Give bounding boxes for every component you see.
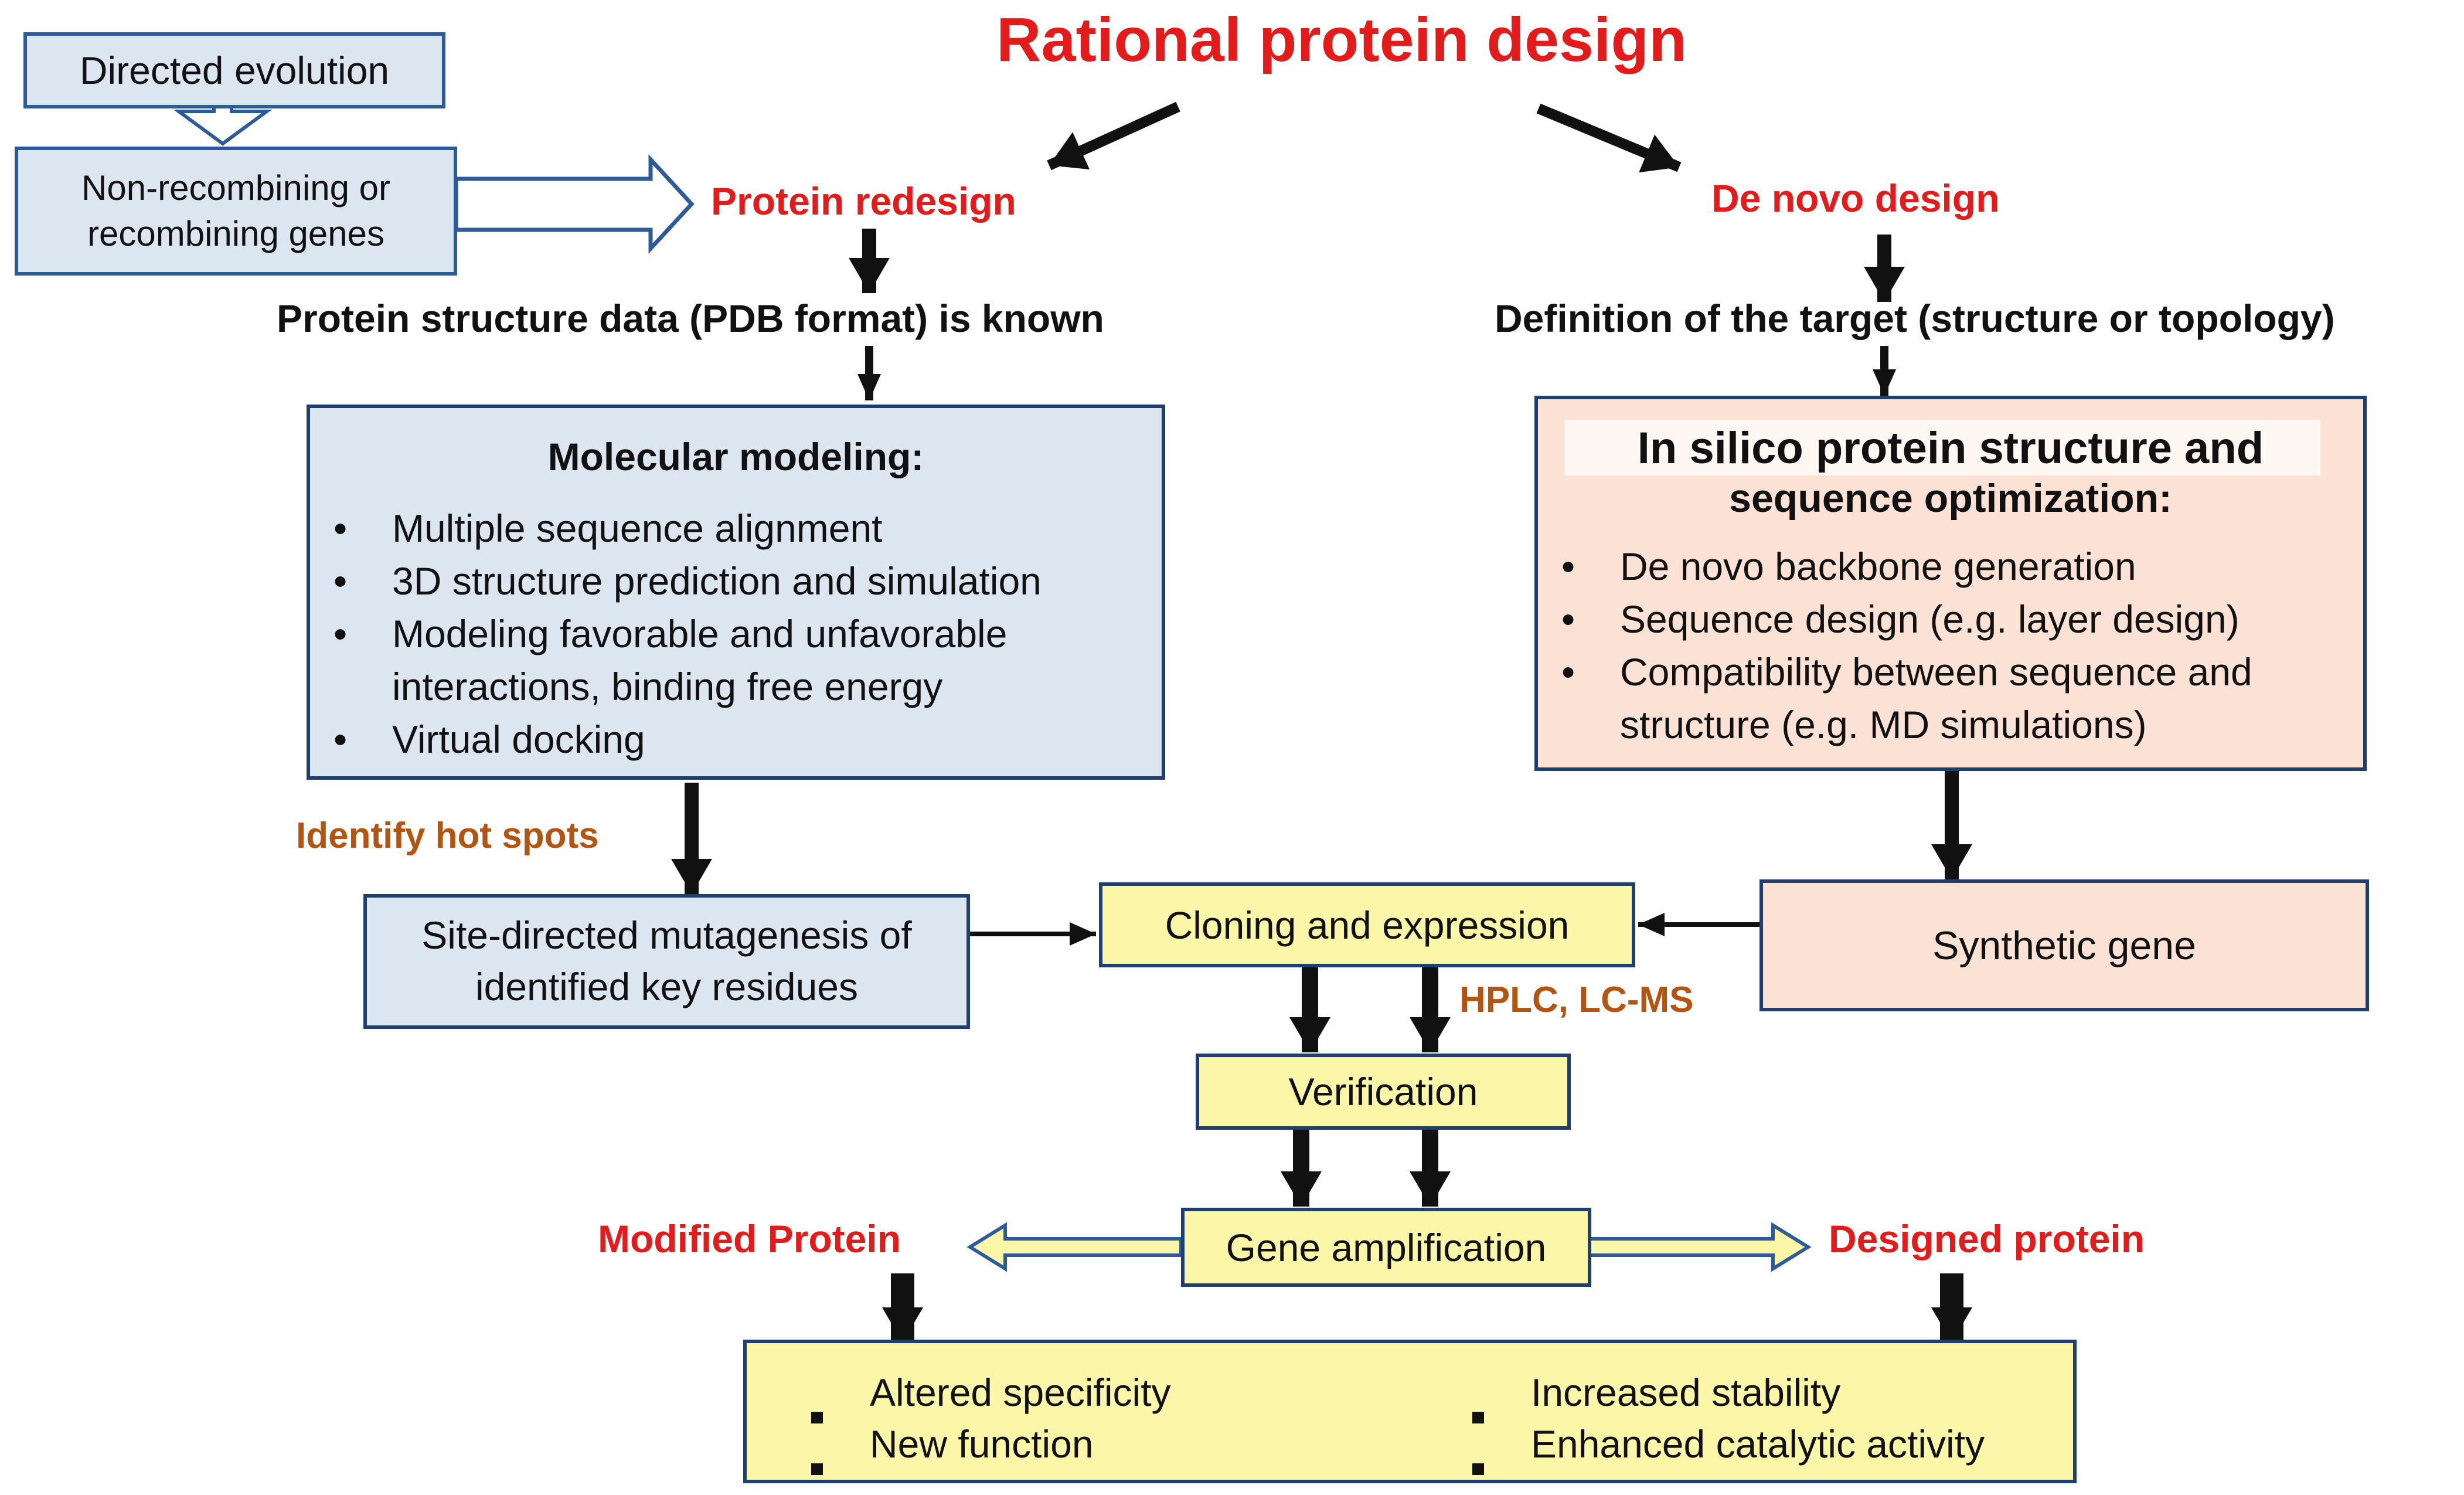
list-item: •3D structure prediction and simulation [333, 559, 1042, 603]
arrow-amplification-double [966, 1222, 1183, 1272]
gene-amplification-label: Gene amplification [1226, 1225, 1547, 1269]
list-item: •Virtual docking [333, 718, 645, 761]
synthetic-gene-label: Synthetic gene [1932, 923, 2196, 968]
molecular-modeling-list: •Multiple sequence alignment •3D structu… [333, 502, 1144, 766]
arrow-genes-to-redesign [454, 154, 695, 254]
molecular-modeling-heading: Molecular modeling: [547, 435, 924, 478]
list-item: •Sequence design (e.g. layer design) [1561, 597, 2240, 641]
verification-label: Verification [1288, 1070, 1478, 1113]
synthetic-gene-box: Synthetic gene [1759, 879, 2369, 1011]
cloning-expression-label: Cloning and expression [1165, 903, 1570, 947]
list-item: •Compatibility between sequence and stru… [1561, 650, 2252, 746]
gene-amplification-box: Gene amplification [1181, 1208, 1591, 1287]
outcomes-box: Altered specificity New function Increas… [743, 1340, 2077, 1483]
mutagenesis-box: Site-directed mutagenesis of identified … [363, 894, 970, 1029]
list-item: •Multiple sequence alignment [333, 507, 883, 550]
optimization-list: •De novo backbone generation •Sequence d… [1561, 540, 2346, 751]
directed-evolution-label: Directed evolution [79, 49, 390, 92]
structure-known-step: Protein structure data (PDB format) is k… [277, 297, 1104, 340]
genes-label: Non-recombining or recombining genes [81, 168, 390, 253]
arrow-title-to-redesign [1047, 101, 1180, 171]
arrow-amplification-right [1588, 1222, 1812, 1272]
diagram-title: Rational protein design [996, 5, 1687, 74]
verification-box: Verification [1196, 1054, 1571, 1130]
target-definition-step: Definition of the target (structure or t… [1495, 297, 2335, 340]
optimization-heading-line2: sequence optimization: [1729, 476, 2172, 521]
list-item: Increased stability [1472, 1367, 1985, 1423]
list-item: New function [811, 1418, 1171, 1475]
molecular-modeling-box: Molecular modeling: •Multiple sequence a… [307, 405, 1165, 780]
protein-redesign-label: Protein redesign [711, 179, 1016, 223]
modified-protein-label: Modified Protein [598, 1217, 901, 1260]
outcomes-list-right: Increased stability Enhanced catalytic a… [1472, 1367, 1985, 1475]
hplc-lcms-label: HPLC, LC-MS [1459, 980, 1694, 1020]
list-item: Enhanced catalytic activity [1472, 1418, 1985, 1475]
directed-evolution-box: Directed evolution [23, 32, 445, 108]
cloning-expression-box: Cloning and expression [1099, 882, 1635, 967]
optimization-heading-highlight [1564, 420, 2320, 475]
genes-box: Non-recombining or recombining genes [15, 147, 457, 276]
list-item: •De novo backbone generation [1561, 545, 2136, 588]
de-novo-label: De novo design [1711, 176, 2000, 220]
optimization-heading-line1: In silico protein structure and [1637, 423, 2264, 473]
list-item: Altered specificity [811, 1367, 1171, 1423]
list-item: •Modeling favorable and unfavorable inte… [333, 612, 1008, 708]
mutagenesis-label: Site-directed mutagenesis of identified … [421, 913, 912, 1008]
designed-protein-label: Designed protein [1829, 1217, 2145, 1260]
arrow-title-to-denovo [1536, 103, 1682, 173]
hot-spots-label: Identify hot spots [296, 816, 599, 856]
outcomes-list-left: Altered specificity New function [811, 1367, 1171, 1475]
in-silico-optimization-box: In silico protein structure and sequence… [1534, 396, 2367, 771]
